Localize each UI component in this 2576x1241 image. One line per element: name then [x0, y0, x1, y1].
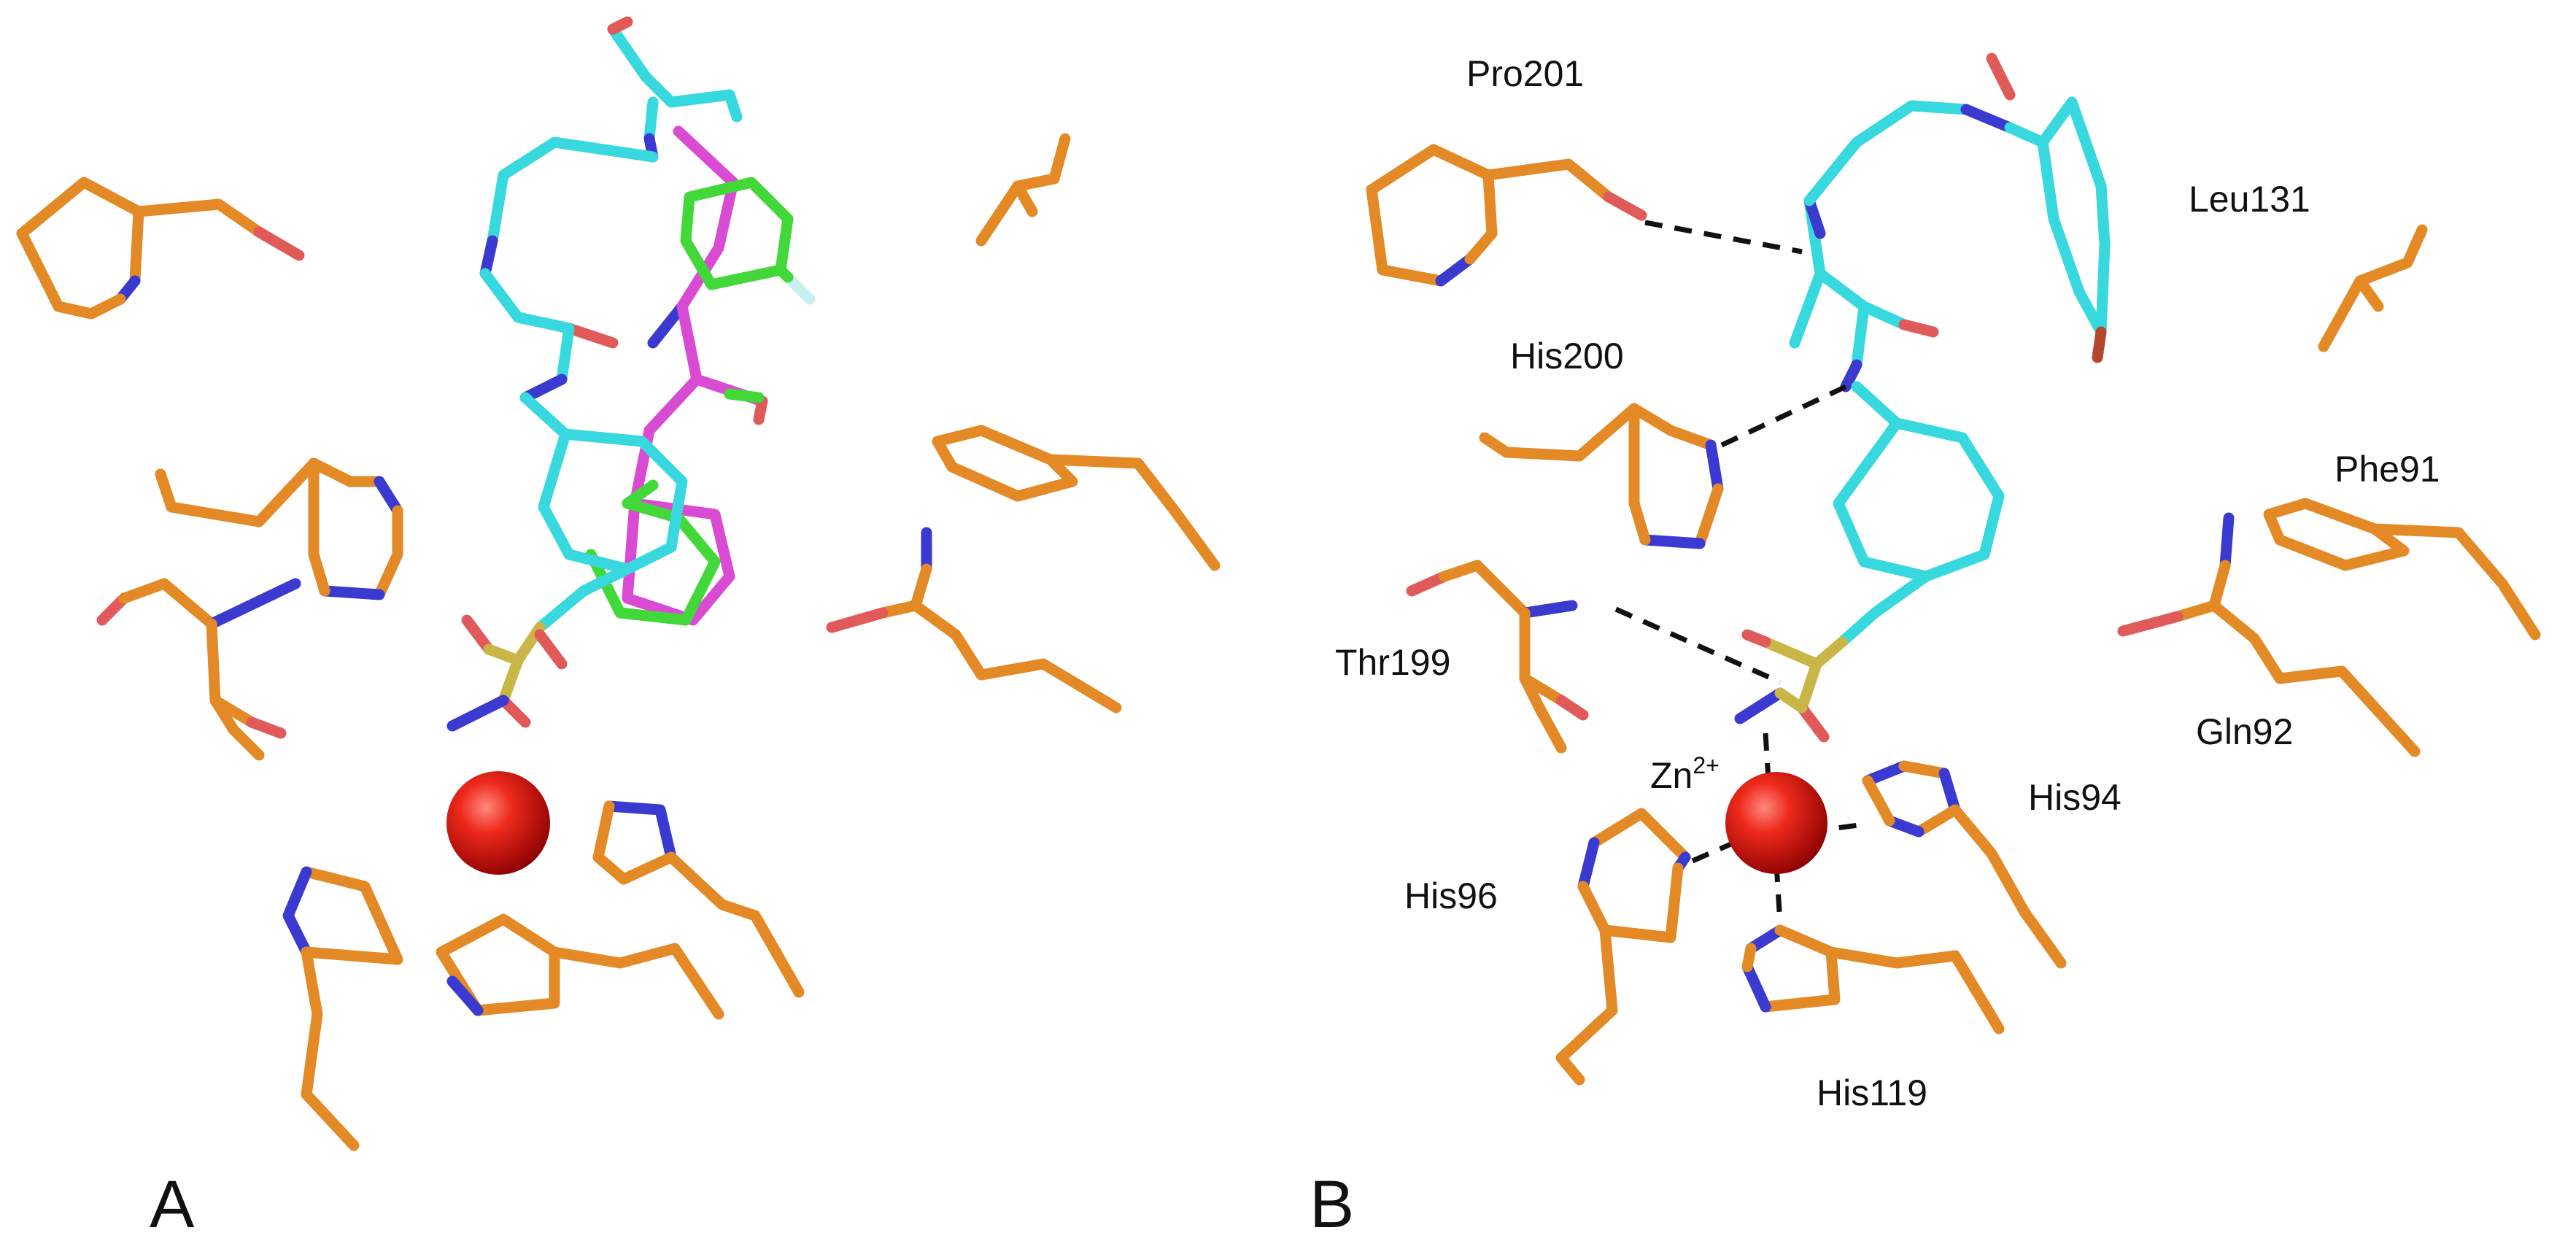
label-leu131: Leu131	[2189, 179, 2310, 220]
ligand-cyan-b	[1789, 53, 2111, 648]
panel-a: A	[16, 16, 1221, 1241]
residue-his119-a	[436, 913, 724, 1020]
zinc-coord-his96	[1691, 832, 1752, 864]
residue-leu131-a	[975, 133, 1071, 247]
residue-pro201-a	[16, 177, 305, 320]
panel-label-a: A	[150, 1167, 195, 1241]
label-gln92: Gln92	[2196, 711, 2293, 752]
sulfonamide-b	[1734, 629, 1848, 743]
zinc-ion-b	[1725, 772, 1827, 874]
residue-leu131-b	[2318, 224, 2428, 352]
hbond-his200	[1720, 384, 1847, 448]
residue-phe91-b	[2263, 498, 2541, 641]
sulfonamide-a	[446, 614, 568, 732]
zinc-coord-his119	[1774, 864, 1783, 924]
label-thr199: Thr199	[1335, 642, 1450, 683]
hbond-pro201	[1644, 220, 1803, 255]
zinc-ion-a	[446, 771, 550, 875]
residue-phe91-a	[932, 425, 1221, 571]
label-pro201: Pro201	[1466, 53, 1584, 94]
residue-gln92-a	[826, 527, 1122, 714]
label-his96: His96	[1404, 875, 1498, 916]
residue-his200-b	[1479, 403, 1724, 549]
zinc-charge: 2+	[1693, 752, 1719, 778]
hbond-thr199	[1614, 606, 1782, 685]
residue-his96-a	[282, 866, 403, 1151]
label-his200: His200	[1510, 336, 1624, 376]
residue-his96-b	[1555, 808, 1691, 1086]
residue-thr199-a	[96, 578, 301, 761]
label-his119: His119	[1817, 1072, 1927, 1113]
ligand-green-a	[585, 177, 816, 626]
residue-his200-a	[155, 457, 403, 600]
panel-b: Pro201 Leu131 His200 Phe91 Thr199 Gln92 …	[1310, 53, 2541, 1241]
zinc-symbol: Zn	[1650, 755, 1693, 796]
ligand-cyan-a	[479, 16, 743, 633]
panel-label-b: B	[1310, 1167, 1354, 1241]
residue-his119-b	[1741, 924, 2005, 1035]
residue-his94-b	[1862, 760, 2067, 969]
residue-his94-a	[592, 800, 805, 998]
label-zinc: Zn2+	[1650, 752, 1720, 796]
residue-thr199-b	[1406, 560, 1589, 754]
residue-gln92-b	[2117, 512, 2421, 757]
ligand-magenta-a	[622, 125, 768, 626]
residue-pro201-b	[1366, 144, 1647, 287]
label-phe91: Phe91	[2335, 449, 2440, 490]
zinc-coord-ligand	[1763, 732, 1772, 792]
label-his94: His94	[2028, 777, 2121, 818]
